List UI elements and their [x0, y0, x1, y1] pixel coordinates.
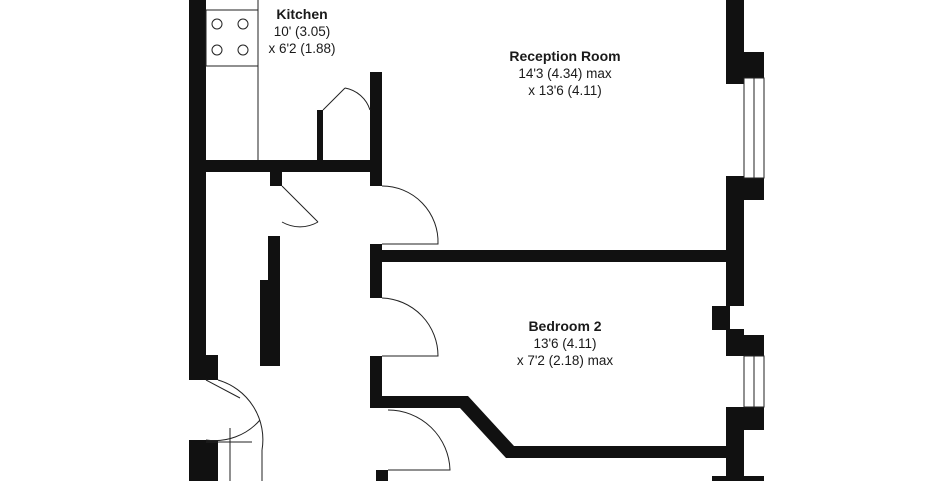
bedroom-top-wall	[370, 250, 728, 262]
bedroom-left-wall-top	[370, 244, 382, 298]
left-outer-wall-lower	[189, 440, 206, 481]
kitchen-fittings	[205, 0, 259, 160]
entrance-door-arc	[217, 379, 264, 451]
bedroom2-dim-2: x 7'2 (2.18) max	[516, 353, 614, 368]
hob-ring-3	[211, 44, 223, 56]
reception-dim-2: x 13'6 (4.11)	[528, 83, 602, 98]
kitchen-right-wall	[370, 72, 382, 186]
lower-door	[387, 409, 451, 471]
bedroom-door	[381, 297, 439, 357]
hob-ring-2	[237, 18, 249, 30]
entry-stub	[206, 440, 218, 481]
right-outer-wall-mid	[726, 176, 764, 356]
hob-ring-4	[237, 44, 249, 56]
reception-name: Reception Room	[509, 48, 621, 64]
kitchen-dim-1: 10' (3.05)	[273, 24, 331, 39]
reception-label: Reception Room 14'3 (4.34) max x 13'6 (4…	[480, 48, 650, 99]
kitchen-label: Kitchen 10' (3.05) x 6'2 (1.88)	[252, 6, 352, 57]
hall-bottom-stub	[206, 355, 218, 380]
bedroom-left-wall-bottom	[376, 470, 388, 481]
kitchen-bottom-wall	[206, 160, 382, 172]
reception-dim-1: 14'3 (4.34) max	[518, 66, 612, 81]
hall-cupboard-door	[281, 185, 319, 228]
right-wall-bottom-stub	[712, 476, 764, 481]
doors	[205, 87, 451, 481]
hob-ring-1	[211, 18, 223, 30]
bedroom2-label: Bedroom 2 13'6 (4.11) x 7'2 (2.18) max	[490, 318, 640, 369]
hob	[205, 9, 259, 67]
kitchen-dim-2: x 6'2 (1.88)	[268, 41, 336, 56]
reception-door	[381, 185, 439, 245]
kitchen-name: Kitchen	[276, 6, 328, 22]
hall-left-inner-step	[260, 280, 280, 366]
right-outer-wall-pier	[712, 306, 730, 330]
right-outer-wall	[726, 0, 764, 84]
closet-door	[322, 87, 371, 111]
hall-stub-top	[270, 172, 282, 186]
right-outer-wall-low	[726, 407, 764, 481]
bedroom2-name: Bedroom 2	[528, 318, 602, 334]
bedroom2-dim-1: 13'6 (4.11)	[533, 336, 597, 351]
closet-wall-left	[317, 110, 323, 160]
left-outer-wall	[189, 0, 206, 380]
bedroom-left-wall-mid	[370, 356, 382, 408]
closet-wall-top	[317, 110, 323, 114]
entrance-door	[205, 379, 261, 442]
walls	[189, 0, 764, 481]
bedroom-bottom-wall	[382, 396, 728, 458]
windows	[743, 77, 765, 408]
